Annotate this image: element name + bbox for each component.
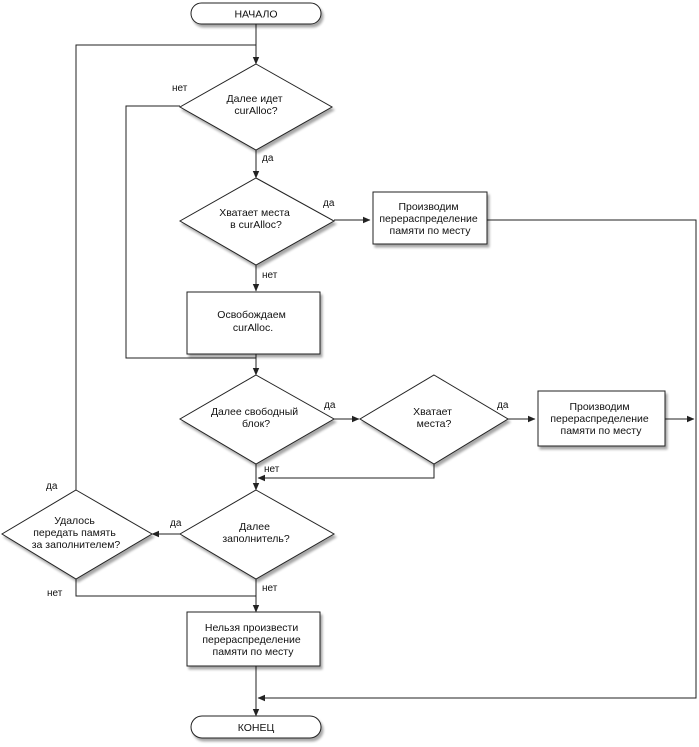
decision-next-is-curalloc	[178, 63, 334, 151]
decision-pass-memory	[1, 489, 153, 580]
edge-label-yes-5: да	[46, 481, 58, 492]
edge-d6-no	[75, 579, 256, 597]
start-label: НАЧАЛО	[234, 9, 277, 21]
connectors	[75, 24, 697, 717]
edge-d6-yes	[75, 44, 256, 490]
edge-d4-no	[257, 464, 435, 482]
edge-label-no-2: нет	[262, 270, 278, 281]
decision-enough-space-curalloc-label: Хватает места в curAlloc?	[219, 207, 293, 231]
decision-pass-memory-label: Удалось передать память за заполнителем?	[32, 515, 121, 551]
edge-label-no-1: нет	[172, 83, 188, 94]
decision-enough-space	[359, 374, 509, 465]
node-labels: НАЧАЛО Далее идет curAlloc? Хватает мест…	[32, 9, 651, 735]
process-free-curalloc	[186, 291, 321, 355]
process-realloc-1	[372, 191, 488, 245]
decision-enough-space-curalloc	[178, 177, 336, 266]
edge-label-no-3: нет	[264, 464, 280, 475]
edge-label-yes-4: да	[497, 400, 509, 411]
edge-label-no-4: нет	[47, 588, 63, 599]
edge-label-yes-3: да	[324, 400, 336, 411]
edge-label-yes-1: да	[262, 153, 274, 164]
end-label: КОНЕЦ	[238, 722, 275, 734]
edge-realloc1-return	[257, 219, 697, 702]
process-realloc-1-label: Производим перераспределение памяти по м…	[379, 201, 480, 237]
process-free-curalloc-label: Освобождаем curAlloc.	[217, 309, 288, 334]
start-terminal	[190, 2, 322, 25]
process-realloc-2	[537, 390, 666, 447]
edge-d1-no	[125, 105, 256, 359]
end-terminal	[190, 715, 322, 739]
decision-next-filler	[179, 489, 336, 580]
process-realloc-2-label: Производим перераспределение памяти по м…	[550, 401, 651, 437]
edge-labels: нет да да нет да да нет да да нет нет	[46, 83, 509, 599]
process-cannot-realloc	[186, 611, 321, 667]
shapes	[1, 2, 666, 739]
decision-next-filler-label: Далее заполнитель?	[222, 521, 290, 545]
decision-next-free-block-label: Далее свободный блок?	[211, 406, 301, 430]
process-cannot-realloc-label: Нельзя произвести перераспределение памя…	[202, 622, 303, 658]
decision-enough-space-label: Хватает места?	[413, 406, 455, 430]
edge-label-yes-6: да	[170, 518, 182, 529]
edge-label-yes-2: да	[323, 198, 335, 209]
decision-next-is-curalloc-label: Далее идет curAlloc?	[227, 93, 286, 117]
decision-next-free-block	[179, 374, 336, 465]
edge-label-no-5: нет	[262, 583, 278, 594]
